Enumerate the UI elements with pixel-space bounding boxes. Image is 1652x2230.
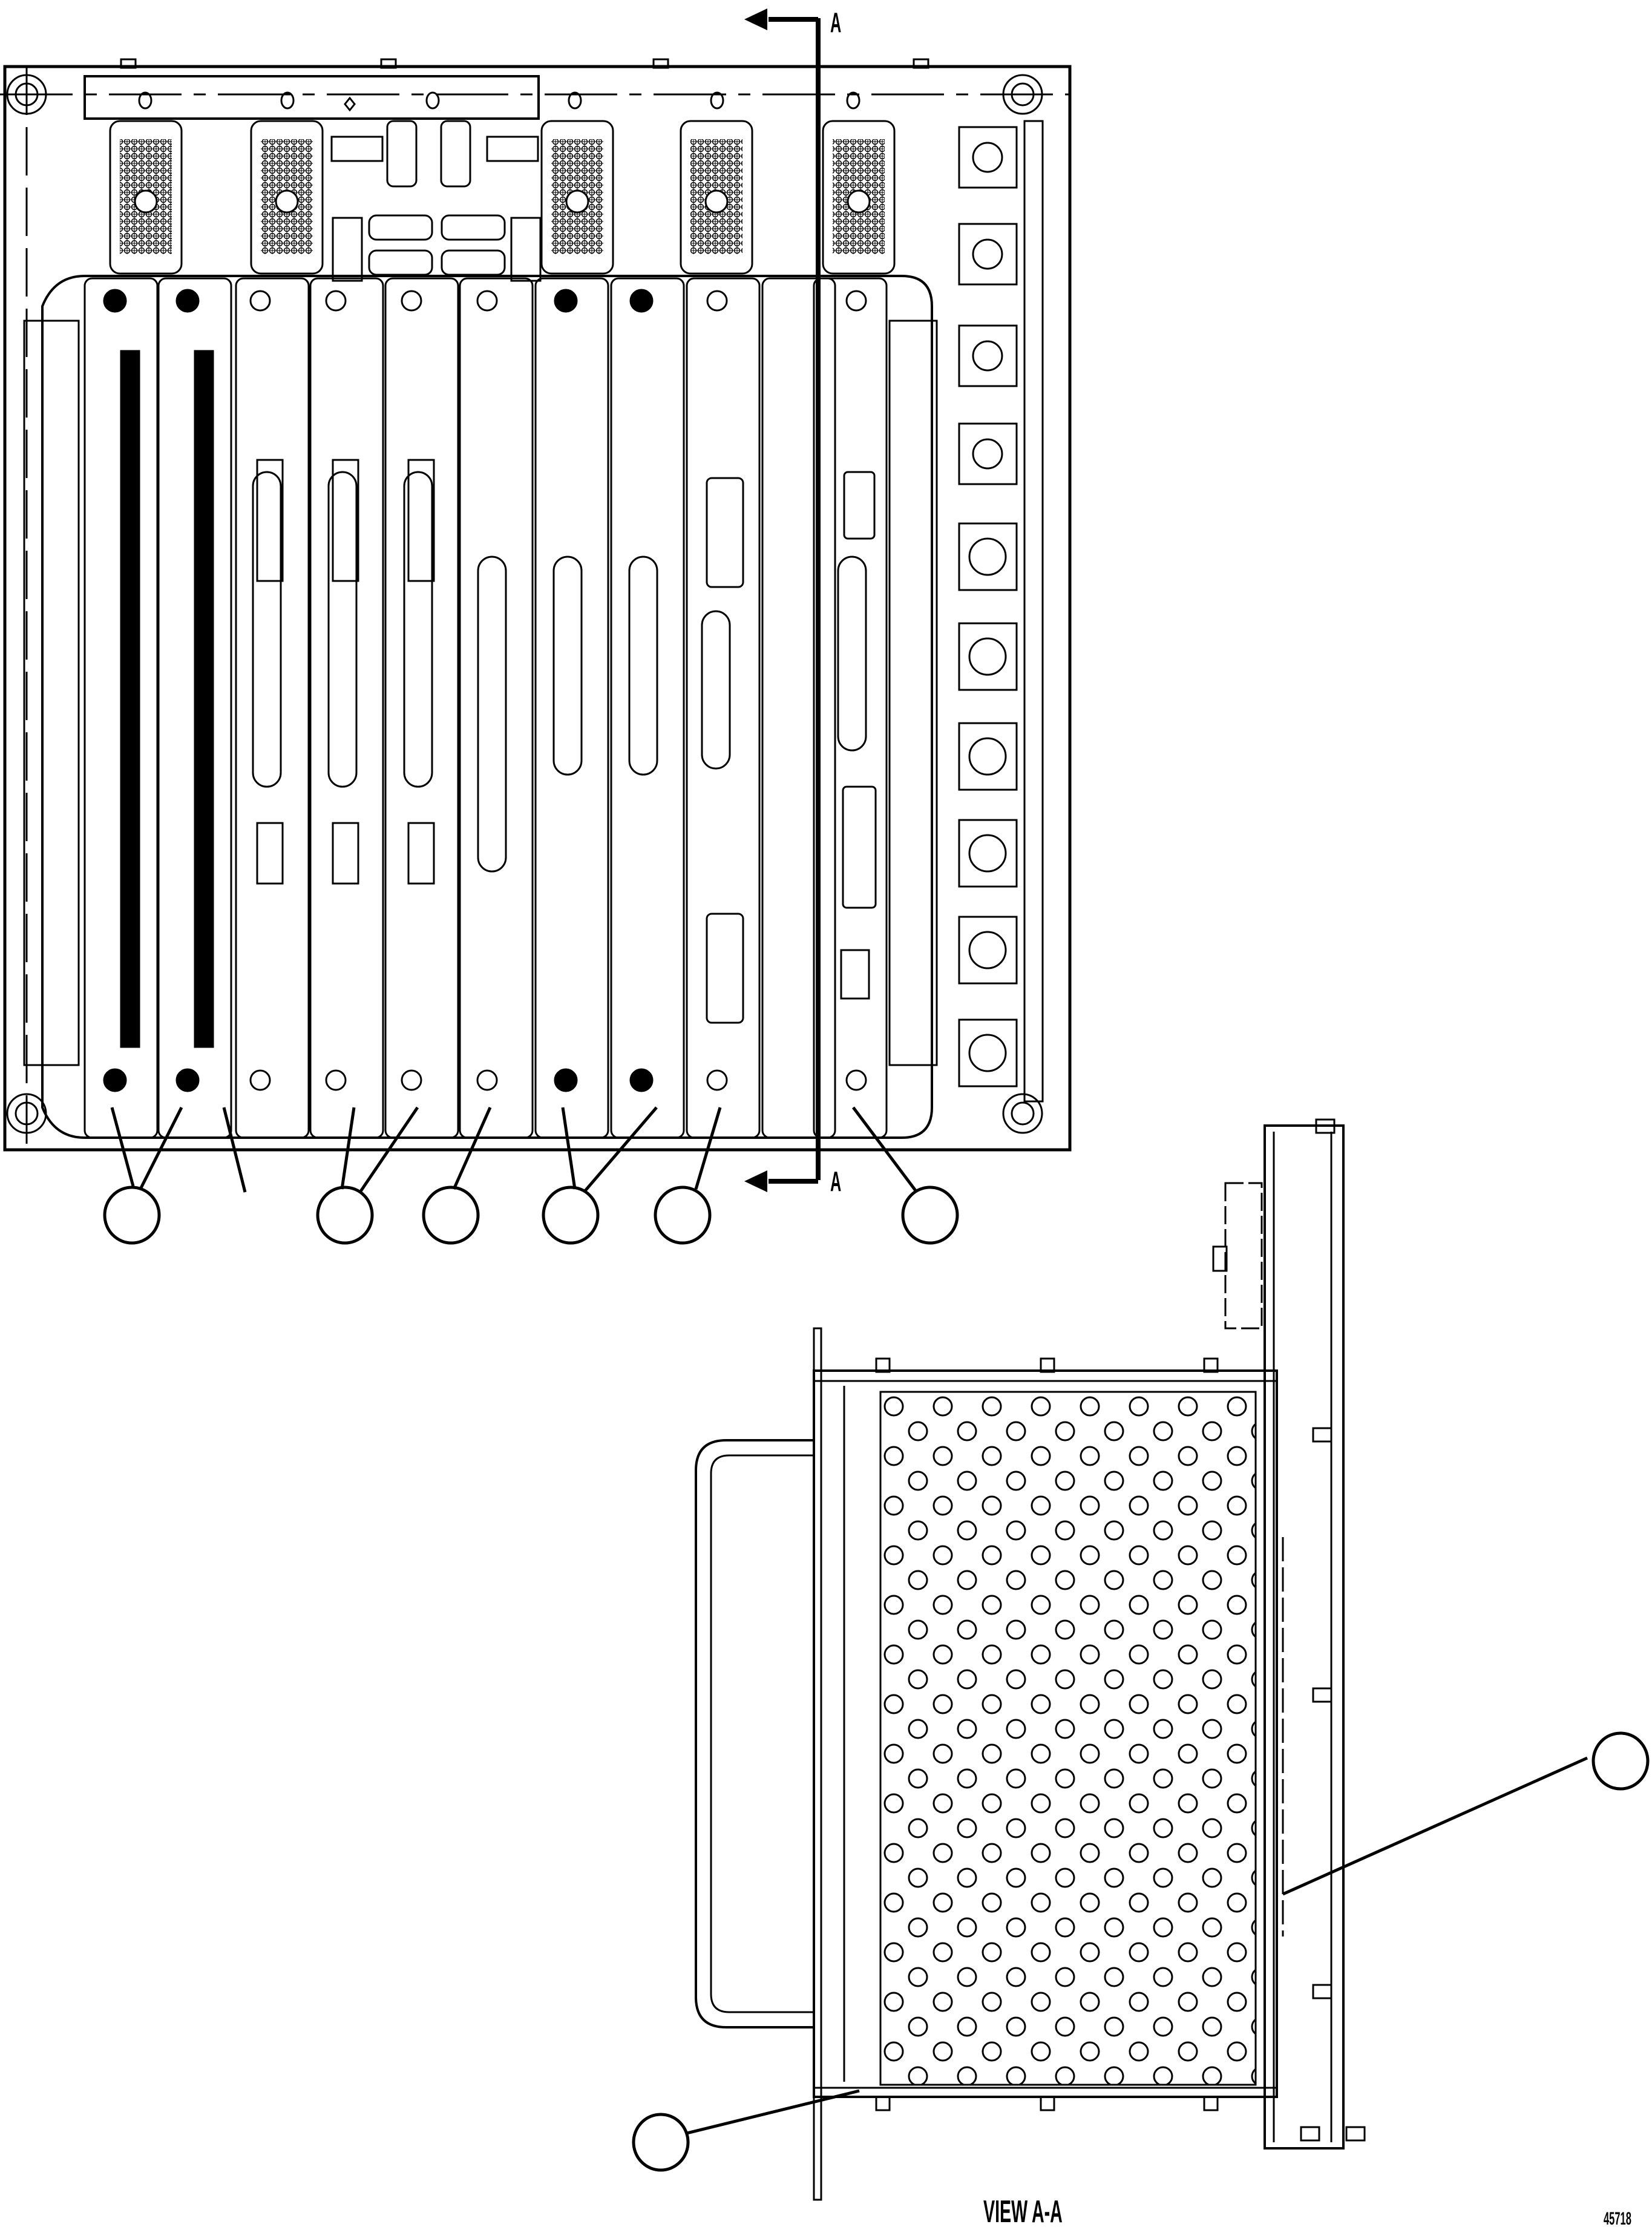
section-view xyxy=(632,1118,1650,2201)
callouts-front xyxy=(103,1106,959,1245)
callout-balloon-3 xyxy=(422,1186,480,1245)
callouts-section xyxy=(632,1731,1650,2172)
fiber-connectors xyxy=(332,214,542,282)
side-connectors xyxy=(958,120,1044,1103)
callout-balloon-2 xyxy=(316,1186,374,1245)
section-line-a xyxy=(744,8,821,1192)
section-label-a-top: A xyxy=(830,7,842,38)
callout-balloon-7 xyxy=(1591,1731,1650,1791)
top-fasteners xyxy=(120,58,929,69)
section-label-a-bottom: A xyxy=(830,1166,842,1197)
card-thumbscrews xyxy=(103,289,867,1092)
callout-balloon-6 xyxy=(901,1186,959,1245)
callout-balloon-5 xyxy=(654,1186,712,1245)
callout-balloon-8 xyxy=(632,2113,690,2172)
callout-balloon-1 xyxy=(103,1186,161,1245)
drawing-id: 45718 xyxy=(1604,2209,1631,2229)
dsub-connectors xyxy=(330,120,539,188)
rear-connectors xyxy=(109,120,896,275)
perforated-panel xyxy=(880,1392,1256,2085)
front-view xyxy=(0,8,1072,1245)
callout-balloon-4 xyxy=(542,1186,600,1245)
section-view-title: VIEW A-A xyxy=(983,2194,1063,2229)
